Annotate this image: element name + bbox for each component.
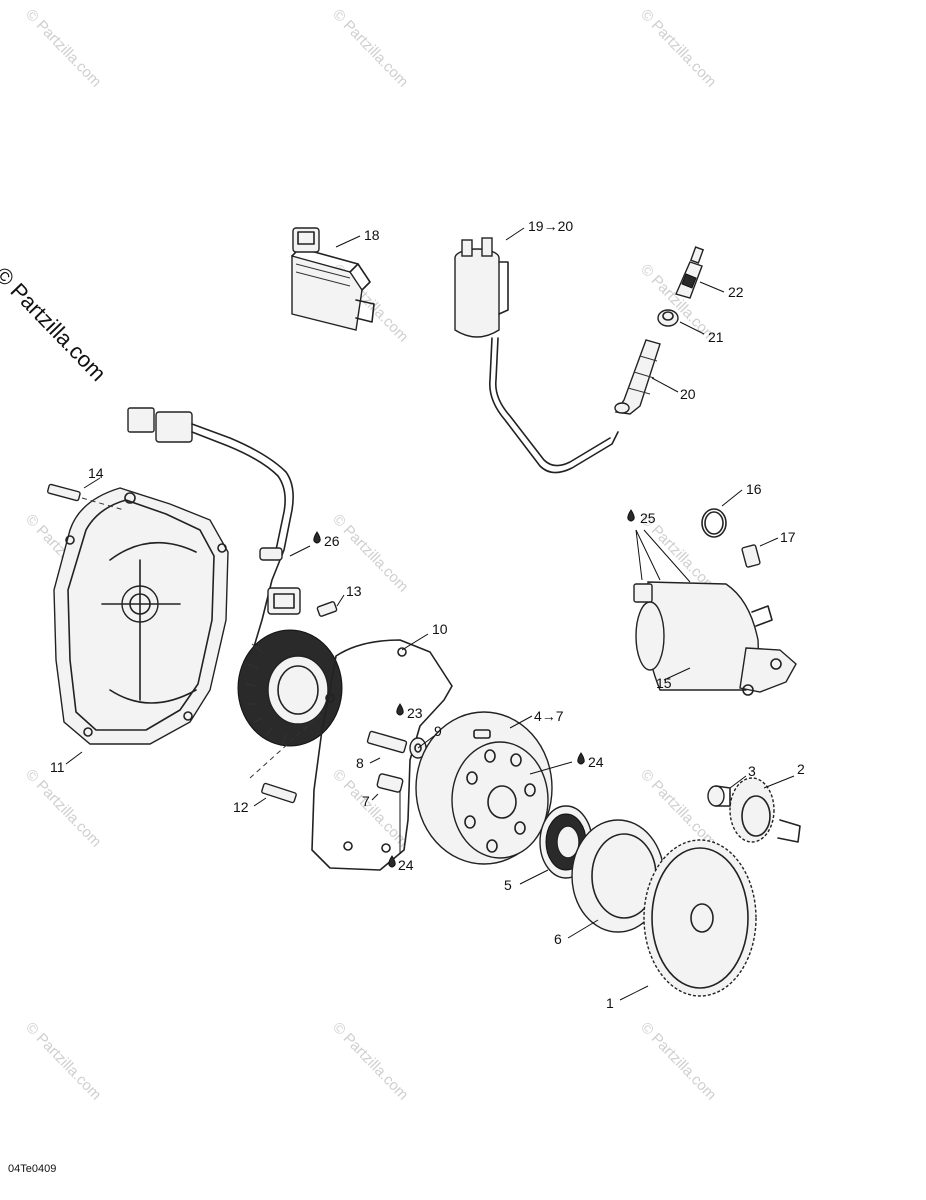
- watermark: © Partzilla.com: [637, 6, 719, 91]
- callout-10: 10: [432, 621, 448, 637]
- callout-21: 21: [708, 329, 724, 345]
- callout-14: 14: [88, 465, 104, 481]
- part-7-dowel: [376, 773, 404, 793]
- part-15-starter-motor: [633, 581, 797, 696]
- part-3-bushing: [707, 785, 731, 807]
- stator: [237, 629, 343, 747]
- callout-16: 16: [746, 481, 762, 497]
- callout-25: 25: [640, 510, 656, 526]
- drop-icon: [627, 509, 635, 522]
- watermark: © Partzilla.com: [329, 6, 411, 91]
- callout-7: 7: [362, 793, 370, 809]
- callout-1: 1: [606, 995, 614, 1011]
- callout-labels: 1 2 3 4→7 5 6 7 8 9 10 11 12 13 14 15 16…: [50, 218, 805, 1011]
- part-18-regulator: [291, 227, 375, 331]
- harness-connector: [127, 407, 301, 661]
- watermark: © Partzilla.com: [22, 1019, 104, 1104]
- callout-4-7: 4→7: [534, 708, 564, 724]
- callout-17: 17: [780, 529, 796, 545]
- watermark: © Partzilla.com: [329, 511, 411, 596]
- drop-icon: [388, 855, 396, 868]
- part-10-gasket: [311, 639, 453, 871]
- callout-5: 5: [504, 877, 512, 893]
- part-17-screw: [741, 544, 761, 568]
- watermark: © Partzilla.com: [22, 6, 104, 91]
- callout-18: 18: [364, 227, 380, 243]
- part-12-bolt: [249, 705, 331, 804]
- callout-9: 9: [434, 723, 442, 739]
- leader-lines: [65, 227, 795, 1001]
- watermark: © Partzilla.com: [637, 1019, 719, 1104]
- diagram-code: 04Te0409: [8, 1163, 57, 1175]
- part-20-boot: [614, 339, 661, 415]
- part-4-rotor: [415, 711, 553, 865]
- part-8-bolt: [366, 730, 408, 754]
- adhesive-drop-icons: [313, 509, 635, 868]
- callout-15: 15: [656, 675, 672, 691]
- watermark: © Partzilla.com: [22, 766, 104, 851]
- callout-23: 23: [407, 705, 423, 721]
- callout-8: 8: [356, 755, 364, 771]
- drop-icon: [313, 531, 321, 544]
- callout-20: 20: [680, 386, 696, 402]
- part-21-plug-cap: [657, 309, 679, 327]
- part-19-ignition-coil: [454, 237, 619, 474]
- drop-icon: [577, 752, 585, 765]
- callout-3: 3: [748, 763, 756, 779]
- callout-24a: 24: [588, 754, 604, 770]
- callout-2: 2: [797, 761, 805, 777]
- callout-12: 12: [233, 799, 249, 815]
- callout-26: 26: [324, 533, 340, 549]
- callout-13: 13: [346, 583, 362, 599]
- watermark: © Partzilla.com: [329, 1019, 411, 1104]
- part-1-starter-gear: [643, 839, 757, 997]
- callout-24b: 24: [398, 857, 414, 873]
- drop-icon: [396, 703, 404, 716]
- callout-11: 11: [50, 759, 65, 775]
- part-14-bolt: [47, 483, 125, 511]
- callout-22: 22: [728, 284, 744, 300]
- part-16-o-ring: [701, 508, 727, 538]
- part-13-screw: [316, 601, 338, 617]
- callout-6: 6: [554, 931, 562, 947]
- part-2-idler-gear: [729, 777, 801, 843]
- callout-19-20: 19→20: [528, 218, 573, 234]
- part-22-spark-plug: [675, 246, 705, 299]
- part-11-magneto-cover: [53, 487, 229, 745]
